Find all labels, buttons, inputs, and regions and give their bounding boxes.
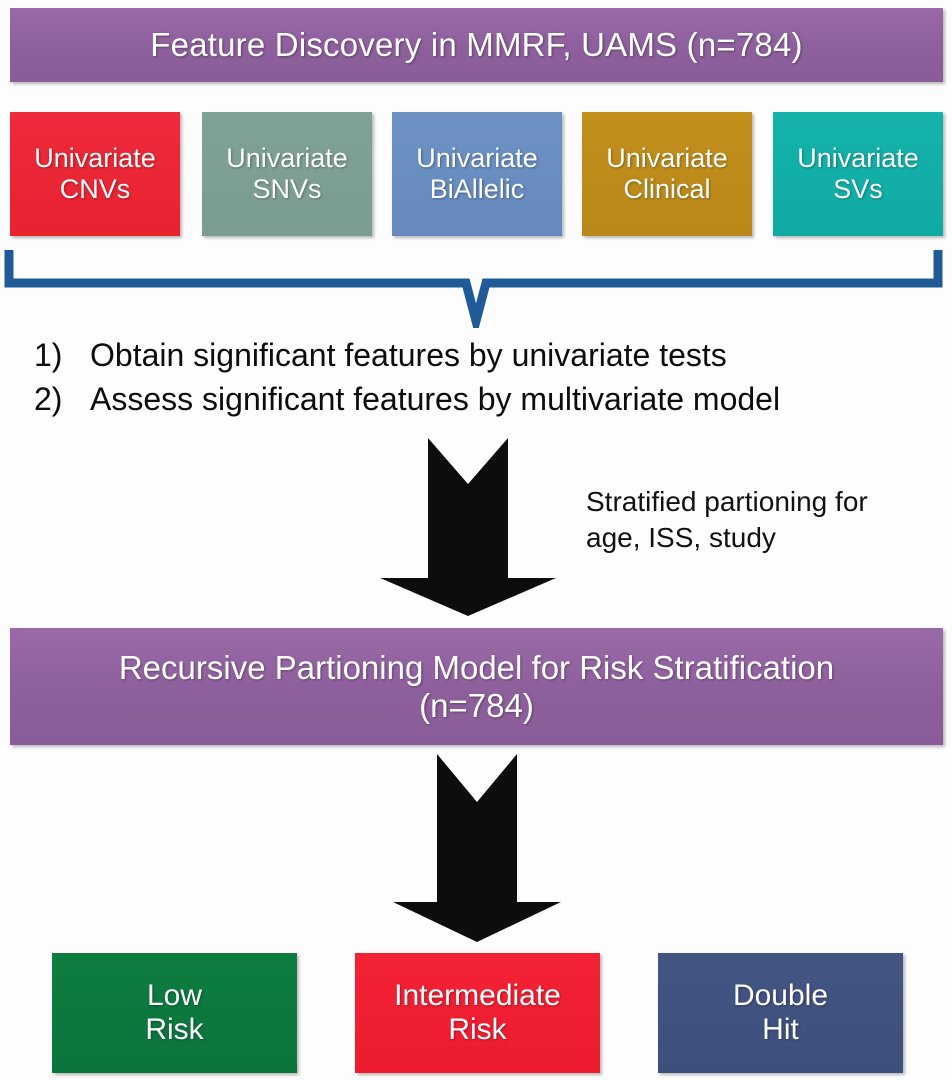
outcome-double-hit-box: Double Hit <box>658 953 903 1073</box>
stratified-partitioning-note: Stratified partioning for age, ISS, study <box>586 484 932 556</box>
univariate-svs-box: Univariate SVs <box>773 112 943 236</box>
univariate-clinical-box: Univariate Clinical <box>582 112 752 236</box>
univariate-cnvs-box: Univariate CNVs <box>10 112 180 236</box>
curly-brace-icon <box>4 250 943 328</box>
list-item: 2) Assess significant features by multiv… <box>34 378 934 422</box>
header-feature-discovery-box: Feature Discovery in MMRF, UAMS (n=784) <box>10 8 943 82</box>
model-box-line-1: Recursive Partioning Model for Risk Stra… <box>118 648 835 686</box>
list-item: 1) Obtain significant features by univar… <box>34 334 934 378</box>
down-arrow-to-outcomes-icon <box>393 754 561 942</box>
step-text: Obtain significant features by univariat… <box>90 337 727 373</box>
outcome-low-risk-box: Low Risk <box>52 953 297 1073</box>
univariate-snvs-box: Univariate SNVs <box>202 112 372 236</box>
step-number: 2) <box>34 380 63 417</box>
note-line-1: Stratified partioning for <box>586 486 868 517</box>
step-text: Assess significant features by multivari… <box>90 380 781 417</box>
outcome-intermediate-risk-box: Intermediate Risk <box>355 953 600 1073</box>
analysis-steps-list: 1) Obtain significant features by univar… <box>34 334 934 421</box>
down-arrow-to-model-icon <box>380 438 556 616</box>
recursive-partitioning-model-box: Recursive Partioning Model for Risk Stra… <box>10 628 943 745</box>
step-number: 1) <box>34 337 63 373</box>
model-box-line-2: (n=784) <box>419 686 534 724</box>
note-line-2: age, ISS, study <box>586 521 776 553</box>
univariate-biallelic-box: Univariate BiAllelic <box>392 112 562 236</box>
